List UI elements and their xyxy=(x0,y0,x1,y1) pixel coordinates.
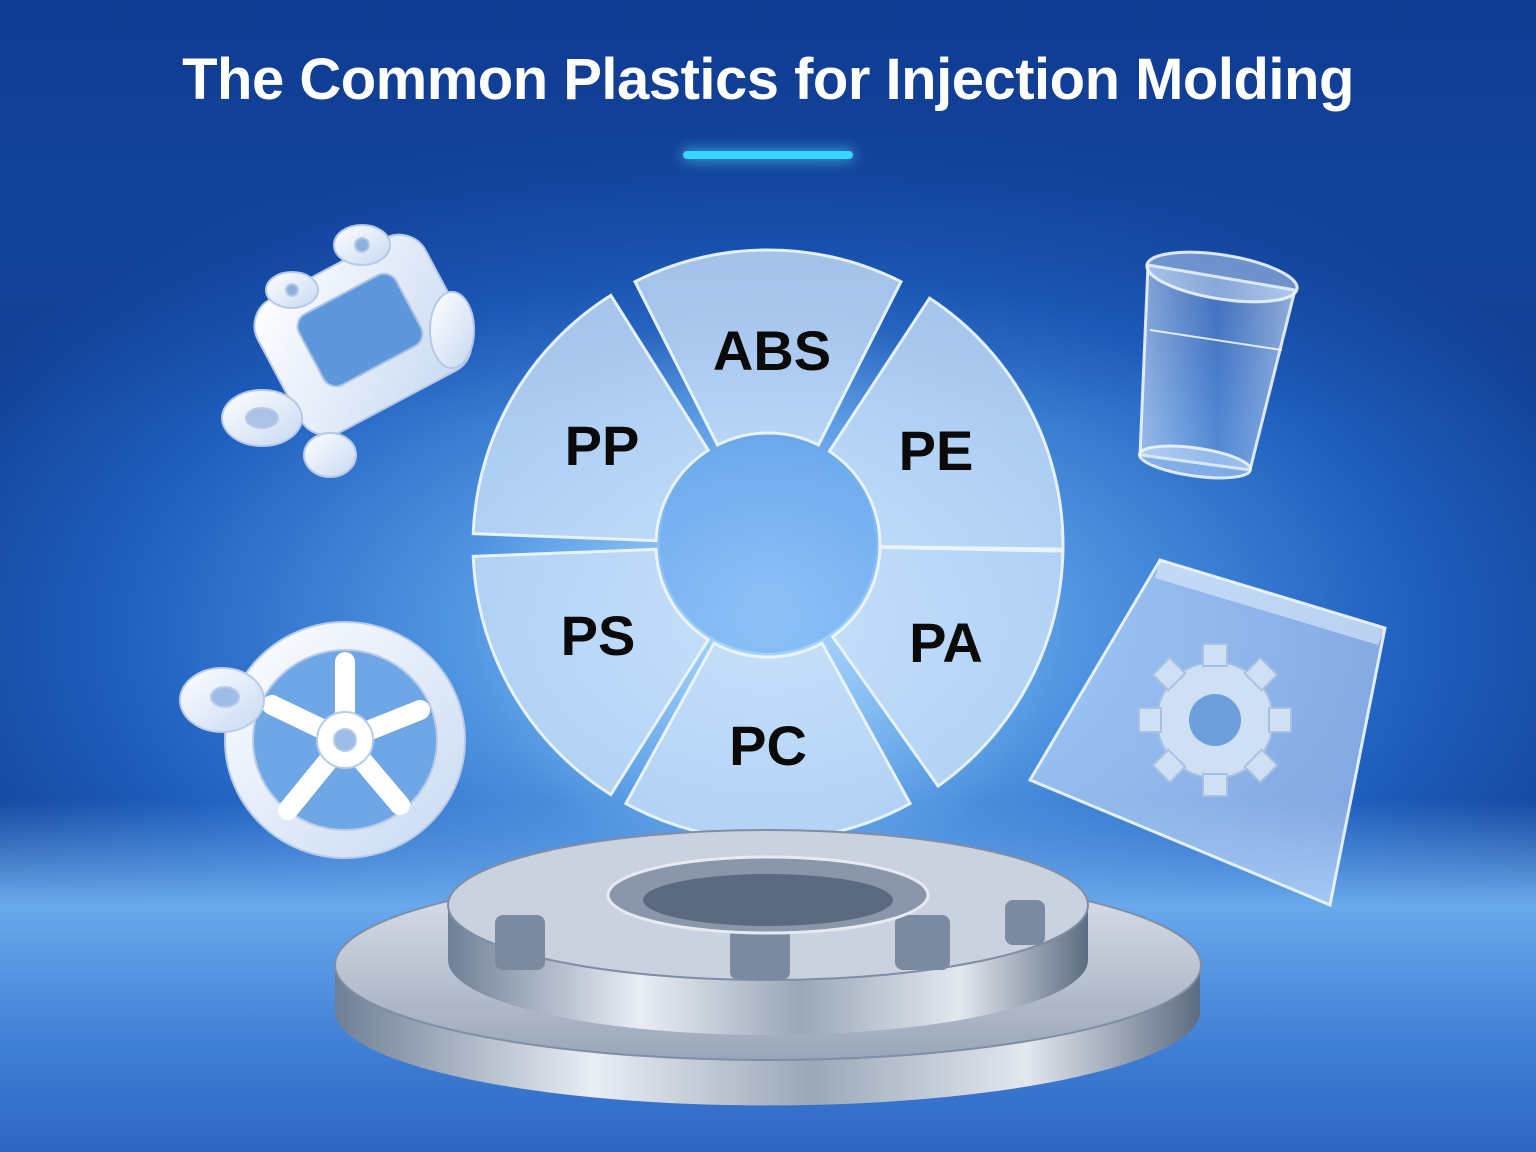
plastics-ring xyxy=(471,248,1065,842)
title-underline xyxy=(683,151,853,159)
segment-label-pa: PA xyxy=(909,611,983,674)
ring-segment-pe xyxy=(827,296,1065,551)
ring-segment-pp xyxy=(471,293,711,543)
ring-segment-pa xyxy=(830,545,1065,789)
segment-label-ps: PS xyxy=(561,604,636,667)
ring-segment-ps xyxy=(471,547,711,797)
gear-in-bag-icon xyxy=(1027,558,1387,908)
segment-label-pe: PE xyxy=(899,419,974,482)
segment-label-pp: PP xyxy=(565,414,640,477)
ring-center-hole xyxy=(660,437,876,653)
plastic-cup-icon xyxy=(1138,250,1299,480)
valve-body-part-icon xyxy=(221,224,475,478)
handwheel-part-icon xyxy=(179,621,466,859)
segment-label-pc: PC xyxy=(729,714,807,777)
metal-gear-pedestal xyxy=(334,829,1202,1106)
page-title: The Common Plastics for Injection Moldin… xyxy=(182,47,1354,112)
ring-segment-abs xyxy=(632,248,904,448)
segment-label-abs: ABS xyxy=(713,319,831,382)
